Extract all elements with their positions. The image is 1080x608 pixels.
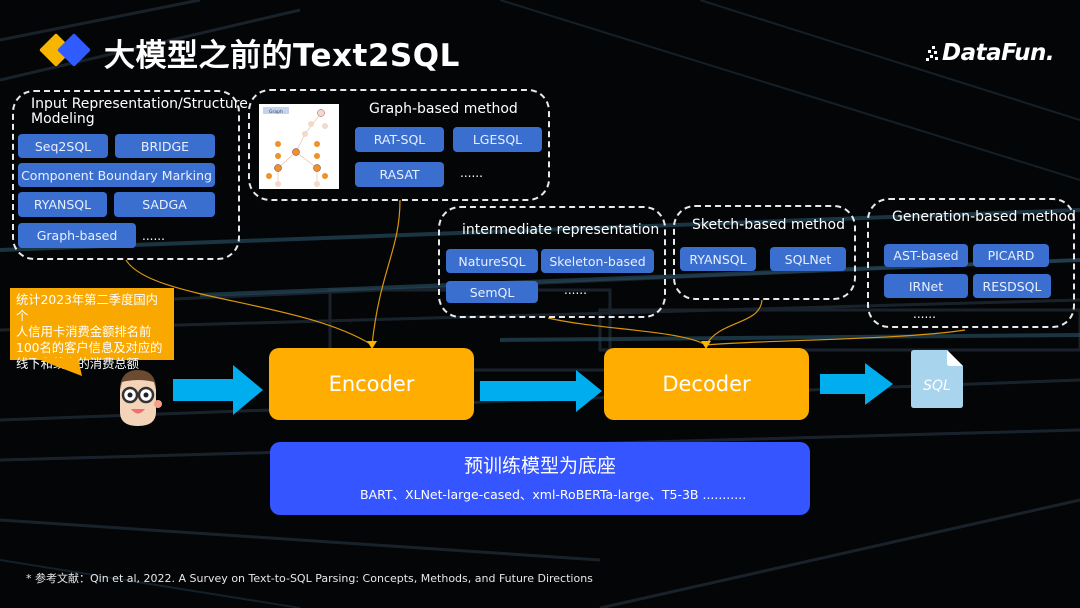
group-label-line-2: Modeling xyxy=(31,111,95,127)
question-line-3: 100名的客户信息及对应的 xyxy=(16,341,163,355)
chip-irnet: IRNet xyxy=(884,274,968,298)
connector-sketch-to-decoder xyxy=(705,299,763,346)
graph-based-more: ...... xyxy=(460,166,483,180)
chip-seq2sql: Seq2SQL xyxy=(18,134,108,158)
datafun-logo: DataFun. xyxy=(942,40,1055,66)
group-sketch-based xyxy=(673,205,856,300)
chip-ryansql-sketch: RYANSQL xyxy=(680,247,756,271)
sql-file-label: SQL xyxy=(923,378,951,394)
group-intermediate-label: intermediate representation xyxy=(462,222,660,238)
decoder-block: Decoder xyxy=(604,348,809,420)
chip-resdsql: RESDSQL xyxy=(973,274,1051,298)
pretrained-models-list: BART、XLNet-large-cased、xml-RoBERTa-large… xyxy=(360,487,747,502)
svg-text:Graph: Graph xyxy=(269,109,283,115)
arrow-encoder-to-decoder-icon xyxy=(480,370,602,412)
user-avatar-icon xyxy=(120,370,162,426)
group-graph-based xyxy=(248,89,550,201)
chip-ryansql: RYANSQL xyxy=(18,192,107,217)
group-intermediate-representation xyxy=(438,206,666,318)
chip-naturesql: NatureSQL xyxy=(446,249,538,273)
chip-sadga: SADGA xyxy=(114,192,215,217)
intermediate-more: ...... xyxy=(564,283,587,297)
question-line-1: 统计2023年第二季度国内个 xyxy=(16,293,158,323)
group-input-representation-label: Input Representation/Structure Modeling xyxy=(31,97,248,127)
input-representation-more: ...... xyxy=(142,229,165,243)
pretrained-title: 预训练模型为底座 xyxy=(463,455,616,477)
chip-ast-based: AST-based xyxy=(884,244,968,267)
generation-based-more: ...... xyxy=(913,307,936,321)
encoder-block: Encoder xyxy=(269,348,474,420)
chip-skeleton-based: Skeleton-based xyxy=(541,249,654,273)
graph-thumbnail-image: Graph xyxy=(259,104,339,189)
connector-intermediate-to-decoder xyxy=(547,317,707,346)
datafun-logo-dots-icon xyxy=(926,46,938,61)
arrow-decoder-to-sql-icon xyxy=(820,363,893,405)
chip-sqlnet: SQLNet xyxy=(770,247,846,271)
connector-graph-to-encoder xyxy=(371,199,401,346)
chip-graph-based: Graph-based xyxy=(18,223,136,248)
chip-bridge: BRIDGE xyxy=(115,134,215,158)
connector-arrowhead-decoder xyxy=(701,341,711,349)
group-sketch-based-label: Sketch-based method xyxy=(692,217,845,233)
group-generation-based-label: Generation-based method xyxy=(892,209,1076,225)
question-line-2: 人信用卡消费金额排名前 xyxy=(16,325,152,339)
pretrained-model-base: 预训练模型为底座 BART、XLNet-large-cased、xml-RoBE… xyxy=(270,442,810,515)
arrow-question-to-encoder-icon xyxy=(173,365,263,415)
reference-footnote: * 参考文献：Qin et al, 2022. A Survey on Text… xyxy=(26,572,593,585)
chip-semql: SemQL xyxy=(446,281,538,303)
question-speech-bubble: 统计2023年第二季度国内个 人信用卡消费金额排名前 100名的客户信息及对应的… xyxy=(10,288,174,371)
chip-component-boundary-marking: Component Boundary Marking xyxy=(18,163,215,187)
group-generation-based xyxy=(867,198,1075,328)
chip-rat-sql: RAT-SQL xyxy=(355,127,444,152)
group-label-line-1: Input Representation/Structure xyxy=(31,96,248,112)
connector-input-to-encoder xyxy=(125,259,373,346)
chip-picard: PICARD xyxy=(973,244,1049,267)
connector-arrowhead-encoder xyxy=(367,341,377,349)
group-graph-based-label: Graph-based method xyxy=(369,101,518,117)
speech-bubble-tail-icon xyxy=(35,358,82,376)
graph-structure-icon: Graph xyxy=(263,107,328,187)
chip-lgesql: LGESQL xyxy=(453,127,542,152)
sql-file-icon: SQL xyxy=(911,350,963,408)
slide-title: 大模型之前的Text2SQL xyxy=(104,38,460,74)
chip-rasat: RASAT xyxy=(355,162,444,187)
group-input-representation xyxy=(12,90,240,260)
connector-generation-to-decoder xyxy=(705,329,966,346)
